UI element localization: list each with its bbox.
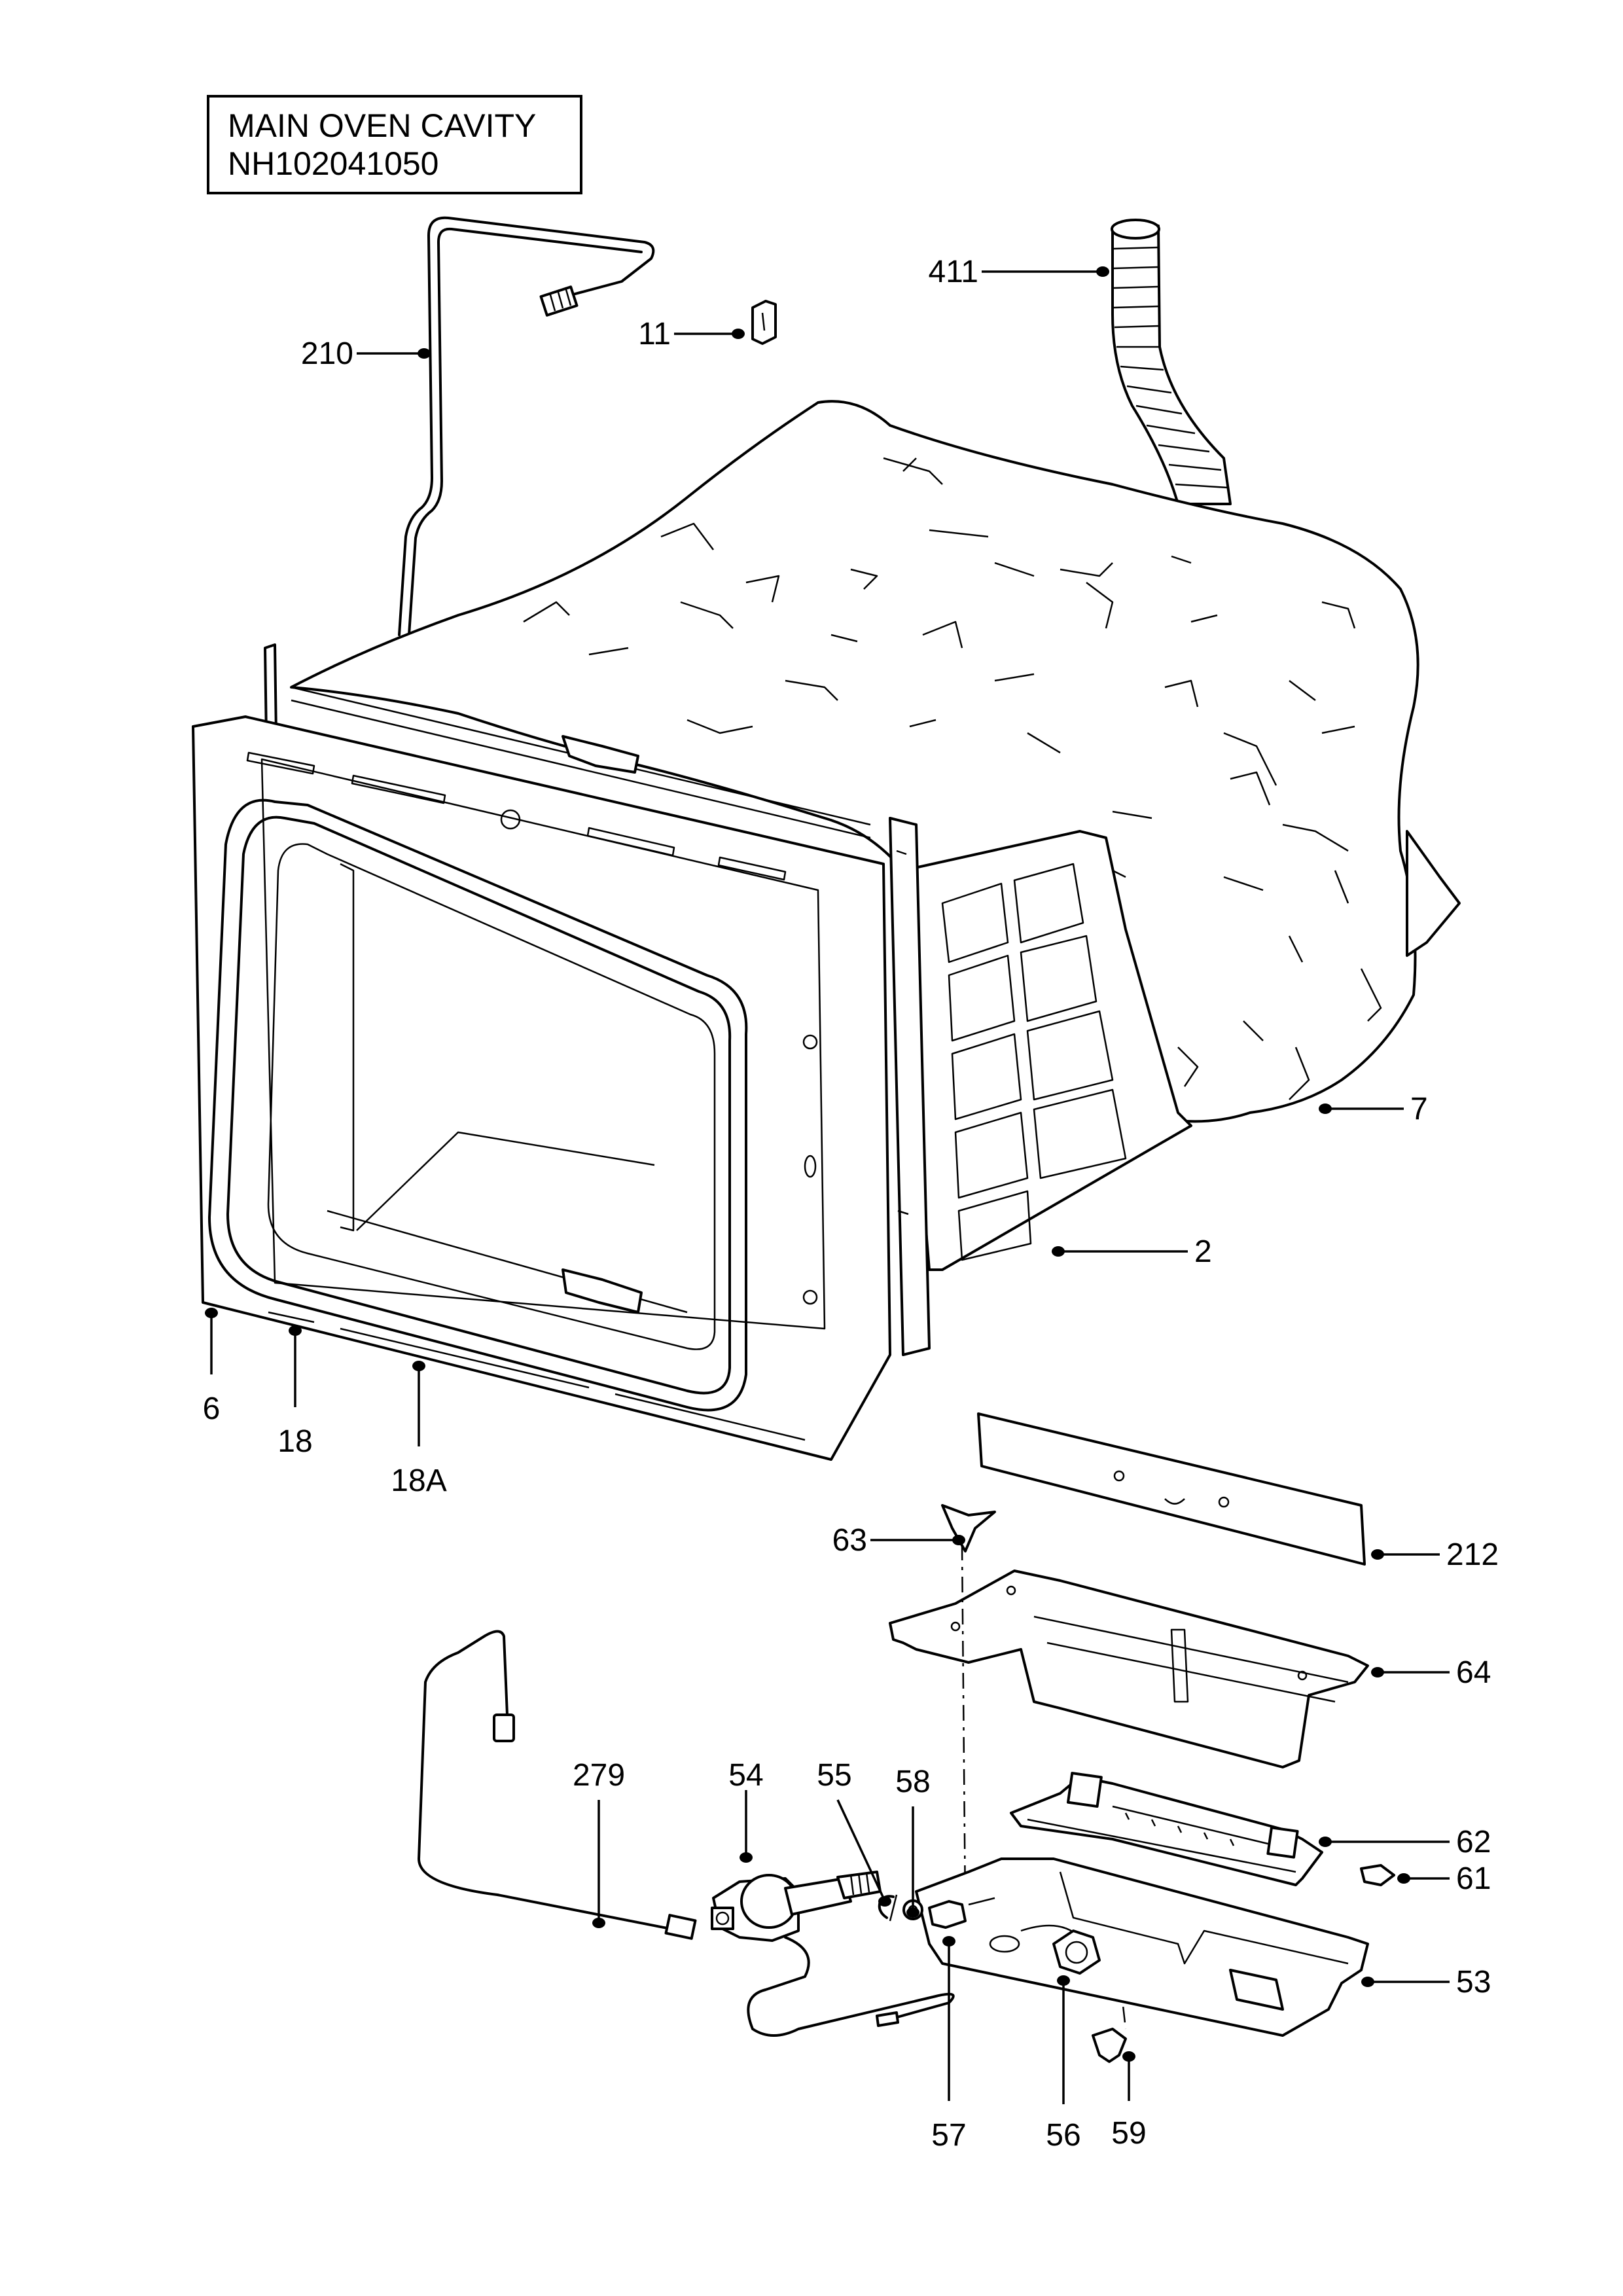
callout-56: 56 <box>1046 2118 1080 2153</box>
title-line-2: NH102041050 <box>228 145 439 182</box>
callout-53: 53 <box>1456 1965 1491 2000</box>
blanket-texture <box>523 457 1382 1100</box>
callout-61: 61 <box>1456 1861 1491 1896</box>
part-64-burner-cover <box>889 1570 1369 1768</box>
part-6-front-edge <box>202 1301 832 1461</box>
part-62-burner <box>1010 1772 1323 1886</box>
callout-2: 2 <box>1194 1234 1212 1269</box>
part-212-cover-plate <box>977 1412 1366 1566</box>
callout-labels: 210 11 411 7 2 6 18 18A 212 63 64 279 54… <box>203 255 1499 2153</box>
callout-7: 7 <box>1410 1092 1428 1126</box>
callout-212: 212 <box>1446 1537 1499 1572</box>
title-line-1: MAIN OVEN CAVITY <box>228 107 537 144</box>
part-7-insulation-blanket <box>290 400 1419 1123</box>
leader-lines <box>210 270 1450 2104</box>
frame-slots <box>246 751 806 1441</box>
callout-63: 63 <box>832 1523 867 1558</box>
cavity-side-embossing <box>941 863 1127 1261</box>
sensor-tube-fitting <box>539 285 579 317</box>
part-210-sensor-tube <box>398 216 655 636</box>
part-53-burner-tray <box>915 1857 1369 2037</box>
part-56-nut <box>1052 1929 1101 1975</box>
part-2-oven-cavity <box>264 643 1192 1356</box>
part-59-bracket <box>1092 2028 1127 2063</box>
part-61-clip <box>1360 1864 1395 1886</box>
part-279-thermocouple <box>418 1630 697 1940</box>
front-frame <box>192 715 891 1461</box>
frame-lower-bracket <box>562 1268 643 1314</box>
part-54-gas-valve <box>711 1871 955 2037</box>
part-411-flexible-hose <box>1111 219 1232 505</box>
callout-18: 18 <box>277 1424 312 1459</box>
cavity-back-bracket <box>1406 830 1461 957</box>
callout-62: 62 <box>1456 1825 1491 1859</box>
part-11-bracket <box>751 300 777 345</box>
callout-6: 6 <box>203 1391 221 1426</box>
callout-279: 279 <box>573 1758 625 1793</box>
part-57-injector <box>928 1900 967 1929</box>
part-63-clip <box>941 1504 996 1552</box>
callout-57: 57 <box>931 2118 966 2153</box>
callout-64: 64 <box>1456 1655 1491 1690</box>
callout-18a: 18A <box>391 1463 446 1498</box>
callout-59: 59 <box>1111 2116 1146 2151</box>
leader-dots <box>205 266 1410 2062</box>
callout-11: 11 <box>638 317 671 351</box>
callout-210: 210 <box>301 336 353 371</box>
callout-58: 58 <box>895 1765 930 1799</box>
callout-54: 54 <box>728 1758 763 1793</box>
callout-55: 55 <box>817 1758 851 1793</box>
title-box: MAIN OVEN CAVITY NH102041050 <box>207 95 582 194</box>
callout-411: 411 <box>928 255 978 289</box>
